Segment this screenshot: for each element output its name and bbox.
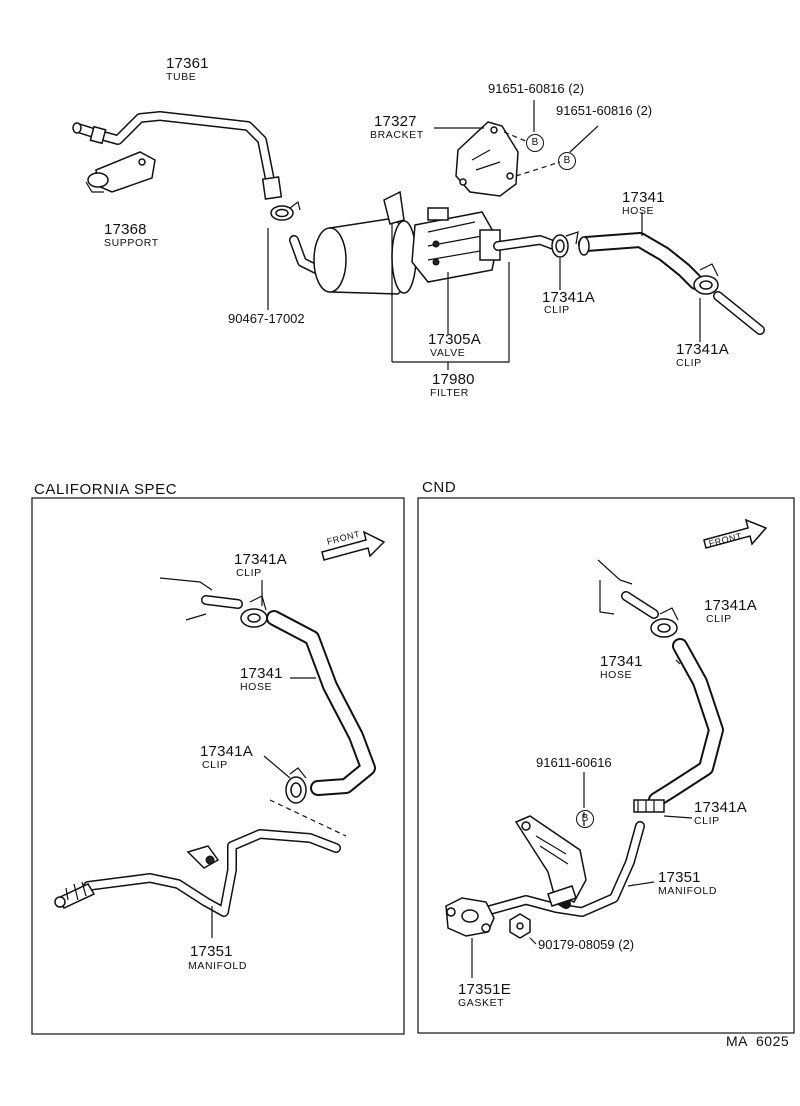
tube-number: 17361 xyxy=(166,55,209,72)
bracket-17327 xyxy=(455,121,519,197)
clip-17341a-cal-2 xyxy=(285,767,307,804)
hose-name-cal: HOSE xyxy=(240,681,273,693)
hose-17341-cnd xyxy=(648,638,724,808)
hose-17341-cal xyxy=(266,610,376,796)
manifold-number-cal: 17351 xyxy=(190,943,233,960)
manifold-name-cnd: MANIFOLD xyxy=(658,885,718,897)
nut-90179 xyxy=(509,913,531,939)
support-number: 17368 xyxy=(104,221,147,238)
filter-17980 xyxy=(313,190,417,362)
clip-17341a-cnd-2 xyxy=(633,799,665,813)
callout-b-top-2: B xyxy=(558,152,576,170)
clip-name-cal-1: CLIP xyxy=(236,567,262,579)
front-arrow-cnd xyxy=(703,518,768,549)
cnd-frame xyxy=(417,497,795,1034)
figure-reference: MA 6025 xyxy=(726,1033,790,1049)
clip-number-top-1: 17341A xyxy=(542,289,595,306)
tube-name: TUBE xyxy=(166,71,197,83)
hose-number-cal: 17341 xyxy=(240,665,283,682)
front-arrow-california xyxy=(321,530,386,561)
gasket-number: 17351E xyxy=(458,981,511,998)
bolt-number-1: 91651-60816 (2) xyxy=(488,81,585,96)
bolt-number-cnd: 91611-60616 xyxy=(536,755,612,770)
support-name: SUPPORT xyxy=(104,237,159,249)
valve-number: 17305A xyxy=(428,331,481,348)
bolt-number-2: 91651-60816 (2) xyxy=(556,103,653,118)
support-17368 xyxy=(85,151,156,193)
bracket-number: 17327 xyxy=(374,113,417,130)
nut-number-cnd: 90179-08059 (2) xyxy=(538,937,635,952)
clip-17341a-top-1 xyxy=(551,231,579,258)
clip-name-cal-2: CLIP xyxy=(202,759,228,771)
california-frame xyxy=(31,497,405,1035)
clamp-number: 90467-17002 xyxy=(228,311,305,326)
filter-name: FILTER xyxy=(430,387,469,399)
hose-number-cnd: 17341 xyxy=(600,653,643,670)
clip-17341a-cnd-1 xyxy=(650,607,679,638)
hose-17341-top xyxy=(578,232,704,290)
bracket-cnd xyxy=(514,815,587,903)
valve-name: VALVE xyxy=(430,347,466,359)
manifold-17351-cal xyxy=(54,829,341,917)
cnd-section-title: CND xyxy=(422,479,457,496)
clamp-90467 xyxy=(270,200,301,221)
manifold-number-cnd: 17351 xyxy=(658,869,701,886)
callout-b-top-1: B xyxy=(526,134,544,152)
clip-number-cnd-1: 17341A xyxy=(704,597,757,614)
hose-name-cnd: HOSE xyxy=(600,669,633,681)
clip-17341a-top-2 xyxy=(693,263,719,295)
clip-17341a-cal-1 xyxy=(240,595,268,628)
clip-number-cnd-2: 17341A xyxy=(694,799,747,816)
clip-name-cnd-2: CLIP xyxy=(694,815,720,827)
clip-name-top-2: CLIP xyxy=(676,357,702,369)
valve-17305a xyxy=(411,207,501,334)
callout-b-cnd: B xyxy=(576,810,594,828)
manifold-17351-cnd xyxy=(485,821,645,917)
gasket-17351e xyxy=(445,897,495,937)
clip-name-top-1: CLIP xyxy=(544,304,570,316)
clip-number-top-2: 17341A xyxy=(676,341,729,358)
bracket-name: BRACKET xyxy=(370,129,424,141)
clip-number-cal-2: 17341A xyxy=(200,743,253,760)
hose-number-top: 17341 xyxy=(622,189,665,206)
california-section-title: CALIFORNIA SPEC xyxy=(34,481,178,498)
clip-number-cal-1: 17341A xyxy=(234,551,287,568)
filter-number: 17980 xyxy=(432,371,475,388)
tube-17361 xyxy=(72,111,283,200)
clip-name-cnd-1: CLIP xyxy=(706,613,732,625)
gasket-name: GASKET xyxy=(458,997,505,1009)
hose-name-top: HOSE xyxy=(622,205,655,217)
manifold-name-cal: MANIFOLD xyxy=(188,960,248,972)
